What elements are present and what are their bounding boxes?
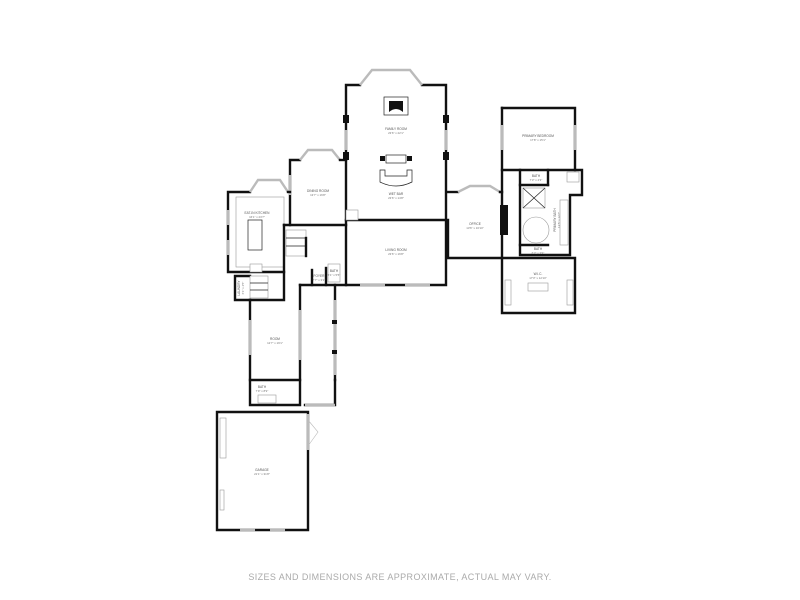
room-label-primary-bath: PRIMARY BATH [553, 208, 557, 232]
room-label-living-room: LIVING ROOM [385, 248, 407, 252]
room-dims-garage: 21'1" x 31'8" [254, 472, 270, 476]
room-label-bath: BATH [532, 174, 541, 178]
room-label-foyer: FOYER [314, 274, 326, 278]
room-label-bath-4: BATH [258, 385, 267, 389]
room-label-kitchen: EAT-IN KITCHEN [245, 211, 271, 215]
room-dims-room: 12'7" x 19'1" [267, 341, 283, 345]
room-dims-wic: 17'3" x 12'10" [529, 276, 546, 280]
room-dims-office: 13'6" x 16'10" [466, 226, 483, 230]
room-dims-bath-4: 7'9" x 8'9" [256, 389, 269, 393]
room-label-bath-3: BATH [330, 269, 339, 273]
room-dims-wet-bar: 23'6" x 14'8" [388, 196, 404, 200]
room-dims-bath-3: 5'1" x 5'5" [328, 273, 341, 277]
room-walls [248, 283, 337, 407]
room-label-laundry: LAUNDRY [237, 280, 241, 296]
primary-suite-walls [500, 106, 584, 315]
stair-hall-walls [248, 223, 348, 302]
room-label-family-room: FAMILY ROOM [385, 127, 407, 131]
room-dims-dining-room: 13'7" x 16'8" [310, 193, 326, 197]
room-label-primary-bedroom: PRIMARY BEDROOM [522, 134, 554, 138]
room-label-wic: W.I.C. [534, 272, 543, 276]
room-label-room: ROOM [270, 337, 280, 341]
family-room-walls [343, 68, 449, 287]
room-label-bath-2: BATH [534, 247, 543, 251]
room-dims-laundry: 6'1" x 4'5" [241, 282, 245, 295]
room-dims-foyer: 7'7" x 3'1" [313, 278, 326, 282]
room-dims-bath: 7'3" x 4'3" [530, 178, 543, 182]
room-label-wet-bar: WET BAR [389, 192, 404, 196]
room-dims-primary-bedroom: 17'8" x 15'1" [530, 138, 546, 142]
room-dims-living-room: 23'6" x 16'8" [388, 252, 404, 256]
room-dims-family-room: 23'6" x 22'1" [388, 131, 404, 135]
room-label-garage: GARAGE [255, 468, 269, 472]
kitchen-walls [226, 178, 292, 274]
room-dims-bath-2: 6'3" x 3'9" [532, 251, 545, 255]
room-label-office: OFFICE [469, 222, 481, 226]
room-dims-kitchen: 16'1" x 23'7" [249, 215, 265, 219]
room-labels: FAMILY ROOM 23'6" x 22'1" WET BAR 23'6" … [237, 127, 561, 476]
dining-room-walls [288, 148, 348, 227]
laundry-walls [233, 274, 269, 302]
disclaimer-text: SIZES AND DIMENSIONS ARE APPROXIMATE, AC… [248, 572, 552, 582]
garage-walls [215, 410, 319, 532]
room-label-dining-room: DINING ROOM [307, 189, 329, 193]
room-dims-primary-bath: 13'5" x 12'7" [557, 212, 561, 228]
